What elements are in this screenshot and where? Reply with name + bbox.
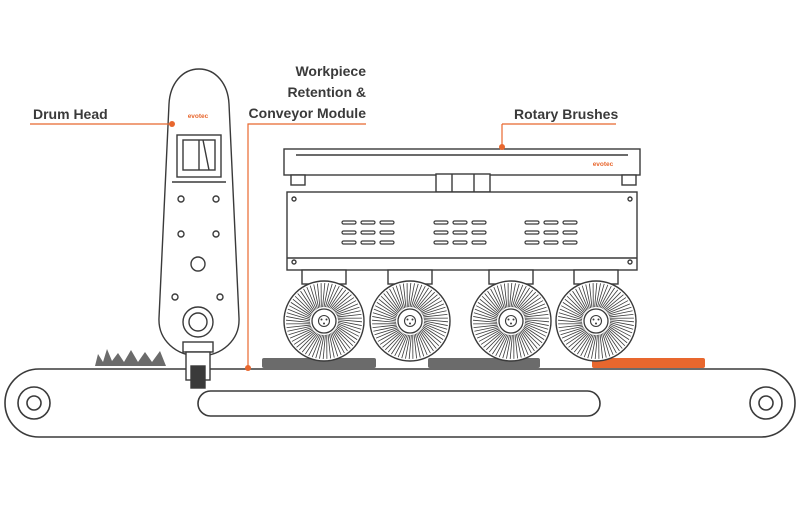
brush-axle-pin [593, 319, 595, 321]
brush-axle [319, 316, 330, 327]
brush-unit [284, 149, 640, 270]
brush-axle [506, 316, 517, 327]
drum-bolt [178, 196, 184, 202]
rotary-brush [370, 281, 450, 361]
beam-foot-right [622, 175, 636, 185]
brush-axle-pin [595, 323, 597, 325]
brush-axle-pin [510, 323, 512, 325]
workpiece-label-line-1: Workpiece [236, 61, 366, 82]
beam-bracket [436, 174, 490, 192]
workpiece-label-line-2: Retention & [236, 82, 366, 103]
drum-center-port [191, 257, 205, 271]
conveyor-pulley-right-inner [759, 396, 773, 410]
drum-head-dot [169, 121, 175, 127]
brush-axle-pin [412, 319, 414, 321]
brush-mounts [302, 270, 618, 284]
brush-axle-pin [513, 319, 515, 321]
housing-screw [292, 197, 296, 201]
housing-screw [628, 197, 632, 201]
conveyor-slot [198, 391, 600, 416]
brush-axle-pin [407, 319, 409, 321]
drum-brand-logo: evotec [188, 113, 209, 120]
brush-axle-pin [409, 323, 411, 325]
drum-head-label: Drum Head [33, 104, 108, 125]
workpiece-dot [245, 365, 251, 371]
brush-axle-pin [321, 319, 323, 321]
rotary-brushes [284, 281, 636, 361]
brush-axle-pin [323, 323, 325, 325]
rotary-brushes-label: Rotary Brushes [514, 104, 618, 125]
workpiece-leader [248, 124, 256, 368]
workpiece-rough [95, 349, 166, 366]
drum-mount-plate [183, 342, 213, 352]
conveyor-pulley-left-inner [27, 396, 41, 410]
rotary-brushes-dot [499, 144, 505, 150]
rotary-brush [556, 281, 636, 361]
top-beam [284, 149, 640, 175]
frame-brand-logo: evotec [593, 161, 614, 168]
drum-bolt [213, 231, 219, 237]
drum-bolt [178, 231, 184, 237]
brush-axle [405, 316, 416, 327]
workpiece-label-line-3: Conveyor Module [236, 103, 366, 124]
housing-screw [292, 260, 296, 264]
brush-axle [591, 316, 602, 327]
drum-foot [191, 366, 205, 388]
brush-axle-pin [598, 319, 600, 321]
workpiece-module-label: Workpiece Retention & Conveyor Module [236, 61, 366, 124]
conveyor-belt [5, 369, 795, 437]
rotary-brush [284, 281, 364, 361]
drum-bolt [172, 294, 178, 300]
drum-bolt [217, 294, 223, 300]
housing-screw [628, 260, 632, 264]
brush-axle-pin [508, 319, 510, 321]
rotary-brush [471, 281, 551, 361]
brush-axle-pin [326, 319, 328, 321]
beam-foot-left [291, 175, 305, 185]
drum-gear-inner [189, 313, 207, 331]
drum-bolt [213, 196, 219, 202]
